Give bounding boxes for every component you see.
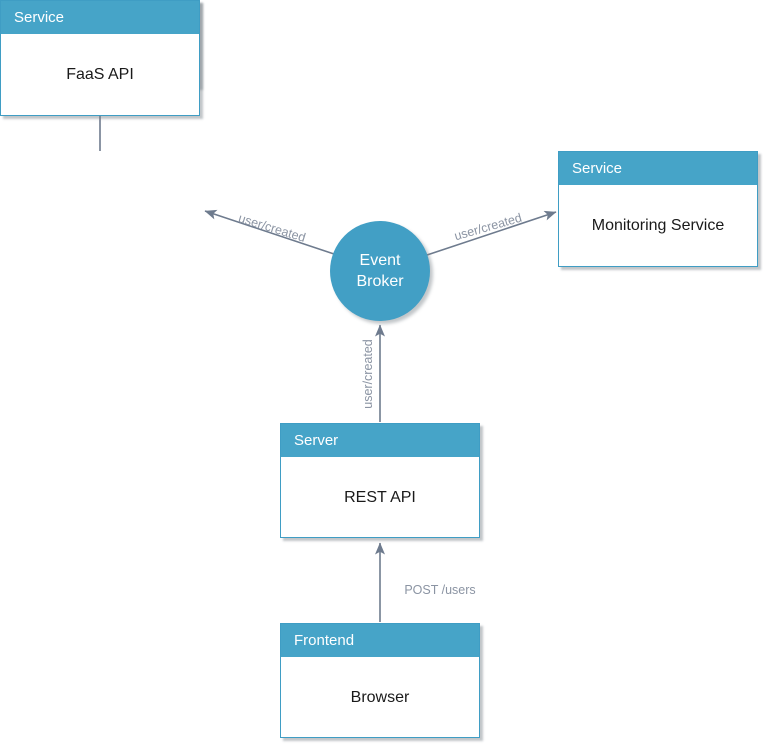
edge-label-broker-to-faas: user/created [236,211,308,245]
frontend-node: Frontend Browser [280,623,480,738]
service-faas-node-body: FaaS API [66,66,134,83]
event-broker-circle: Event Broker [330,221,430,321]
edge-label-broker-to-monitoring: user/created [452,210,524,244]
frontend-node-body: Browser [350,688,410,706]
server-node: Server REST API [280,423,480,538]
frontend-node-header: Frontend [281,624,479,658]
service-faas-node: Service FaaS API [0,0,200,116]
service-monitoring-node-body: Monitoring Service [591,217,725,234]
service-monitoring-node: Service Monitoring Service [558,151,758,267]
service-monitoring-node-header: Service [559,152,757,186]
server-node-header: Server [281,424,479,458]
event-broker-label-line2: Broker [356,273,404,290]
event-broker-label-line1: Event [359,252,401,269]
service-faas-node-header: Service [1,1,199,35]
event-broker-label: Event Broker [356,250,403,292]
edge-label-frontend-to-server: POST /users [404,583,476,597]
server-node-body: REST API [344,488,416,506]
edge-label-server-to-broker: user/created [361,339,375,409]
